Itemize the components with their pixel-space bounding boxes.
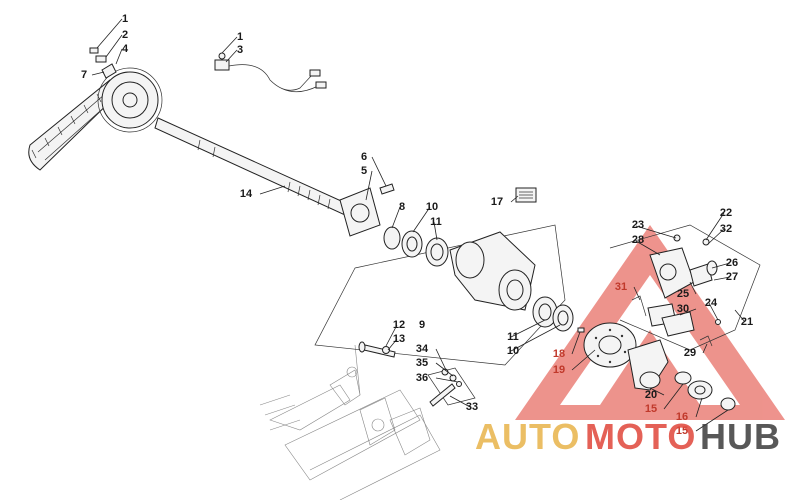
callout-c30: 30 xyxy=(677,303,689,315)
hub-housing xyxy=(449,231,536,311)
wheel-hub xyxy=(627,339,736,411)
callout-c17: 17 xyxy=(491,196,503,208)
callout-c15b: 15 xyxy=(676,425,688,437)
hub-flange xyxy=(339,183,395,237)
callout-c32: 32 xyxy=(720,223,732,235)
callout-c36: 36 xyxy=(416,372,428,384)
callout-c1b: 1 xyxy=(237,31,243,43)
callout-c28: 28 xyxy=(632,234,644,246)
callout-c11b: 11 xyxy=(507,331,519,343)
brake-caliper xyxy=(631,234,721,347)
callout-c14: 14 xyxy=(240,188,253,200)
sprocket xyxy=(97,67,163,133)
callout-c21: 21 xyxy=(741,316,753,328)
callout-c29: 29 xyxy=(684,347,696,359)
callout-c25: 25 xyxy=(677,288,689,300)
callout-c9: 9 xyxy=(419,319,425,331)
callout-c7: 7 xyxy=(81,69,87,81)
callout-c34: 34 xyxy=(416,343,429,355)
callout-c5: 5 xyxy=(361,165,367,177)
callout-c19: 19 xyxy=(553,364,565,376)
speed-sensor-wire xyxy=(214,52,327,93)
frame-bolts xyxy=(358,341,462,407)
watermark-text-moto: MOTO xyxy=(585,416,696,457)
callout-c31: 31 xyxy=(615,281,627,293)
watermark-logo: AUTO MOTO HUB xyxy=(475,416,781,457)
callout-c26: 26 xyxy=(726,257,738,269)
warning-decal xyxy=(515,187,537,203)
callout-c20: 20 xyxy=(645,389,657,401)
callout-c13: 13 xyxy=(393,333,405,345)
bearings-seals-lower xyxy=(532,296,574,332)
callout-c18: 18 xyxy=(553,348,565,360)
callout-c24: 24 xyxy=(705,297,718,309)
callout-c2a: 2 xyxy=(122,29,128,41)
callout-c12: 12 xyxy=(393,319,405,331)
callout-c4: 4 xyxy=(122,43,129,55)
callout-c3: 3 xyxy=(237,44,243,56)
callout-c15a: 15 xyxy=(645,403,657,415)
callout-c10a: 10 xyxy=(426,201,438,213)
axle-shaft xyxy=(154,117,351,216)
watermark-text-auto: AUTO xyxy=(475,416,580,457)
callout-c6: 6 xyxy=(361,151,367,163)
callout-c23: 23 xyxy=(632,219,644,231)
callout-c1a: 1 xyxy=(122,13,128,25)
callout-c35: 35 xyxy=(416,357,428,369)
group-box-21 xyxy=(609,224,761,351)
callout-c10b: 10 xyxy=(507,345,519,357)
frame-outline xyxy=(259,344,441,500)
callout-c16: 16 xyxy=(676,411,688,423)
bearings-seals-upper xyxy=(383,226,449,267)
leader-lines xyxy=(91,18,746,432)
sprocket-fasteners xyxy=(89,47,117,79)
callout-c11a: 11 xyxy=(430,216,442,228)
callout-c22: 22 xyxy=(720,207,732,219)
callout-c8: 8 xyxy=(399,201,405,213)
callout-c27: 27 xyxy=(726,271,738,283)
callout-c33: 33 xyxy=(466,401,478,413)
group-box-9 xyxy=(314,224,566,366)
brake-disc xyxy=(577,322,637,368)
watermark-text-hub: HUB xyxy=(700,416,781,457)
